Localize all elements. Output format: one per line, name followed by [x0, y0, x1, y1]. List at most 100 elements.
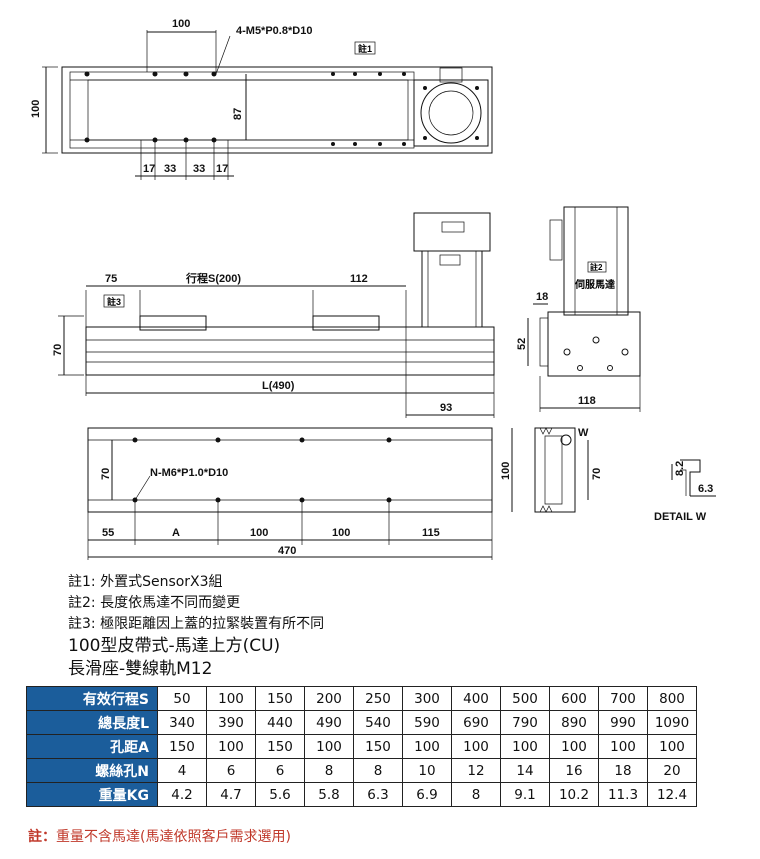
table-cell: 4.7 — [206, 782, 256, 807]
table-cell: 8 — [451, 782, 501, 807]
table-cell: 10.2 — [549, 782, 599, 807]
table-cell: 590 — [402, 710, 452, 735]
table-cell: 14 — [500, 758, 550, 783]
footnote-text: 重量不含馬達(馬達依照客戶需求選用) — [56, 829, 291, 845]
front-view: 75 行程S(200) 112 註3 70 L(490) 93 — [52, 212, 495, 418]
table-cell: 100 — [500, 734, 550, 759]
top-dim-100-side: 100 — [30, 100, 42, 118]
technical-drawing: 100 4-M5*P0.8*D10 註1 100 87 17 33 33 17 — [30, 18, 716, 560]
detail-dim-82: 8.2 — [674, 461, 686, 476]
table-cell: 100 — [206, 686, 256, 711]
table-cell: 9.1 — [500, 782, 550, 807]
table-cell: 340 — [157, 710, 207, 735]
table-cell: 890 — [549, 710, 599, 735]
front-dim-70: 70 — [52, 344, 64, 356]
bottom-view: 70 N-M6*P1.0*D10 55 A 100 100 115 470 — [87, 427, 493, 560]
front-stroke-label: 行程S(200) — [185, 271, 241, 285]
top-dim-100: 100 — [172, 18, 190, 30]
servo-label: 伺服馬達 — [574, 278, 615, 291]
bottom-dim-A: A — [172, 527, 180, 539]
top-dim-17a: 17 — [143, 163, 155, 175]
bottom-dim-100a: 100 — [250, 527, 268, 539]
table-cell: 400 — [451, 686, 501, 711]
table-cell: 150 — [353, 734, 403, 759]
table-cell: 18 — [598, 758, 648, 783]
table-cell: 100 — [451, 734, 501, 759]
w-label: W — [578, 427, 589, 439]
table-cell: 600 — [549, 686, 599, 711]
footnote-prefix: 註： — [28, 829, 56, 845]
front-length-label: L(490) — [262, 380, 295, 392]
table-cell: 150 — [157, 734, 207, 759]
top-dim-33a: 33 — [164, 163, 176, 175]
bottom-dim-115: 115 — [422, 527, 440, 539]
top-dim-87: 87 — [232, 108, 244, 120]
table-cell: 6.3 — [353, 782, 403, 807]
table-cell: 100 — [304, 734, 354, 759]
table-cell: 12 — [451, 758, 501, 783]
table-cell: 990 — [598, 710, 648, 735]
front-dim-75: 75 — [105, 273, 117, 285]
detail-label: DETAIL W — [654, 511, 707, 523]
table-cell: 790 — [500, 710, 550, 735]
table-cell: 490 — [304, 710, 354, 735]
table-cell: 8 — [304, 758, 354, 783]
footnote: 註：重量不含馬達(馬達依照客戶需求選用) — [28, 826, 291, 846]
table-cell: 4 — [157, 758, 207, 783]
bottom-dim-55: 55 — [102, 527, 114, 539]
row-header: 孔距A — [26, 734, 158, 759]
note-tag-1: 註1 — [358, 43, 372, 54]
bottom-dim-470: 470 — [278, 545, 296, 557]
table-cell: 50 — [157, 686, 207, 711]
table-cell: 800 — [647, 686, 697, 711]
top-hole-label: 4-M5*P0.8*D10 — [236, 25, 312, 37]
table-cell: 300 — [402, 686, 452, 711]
note-3: 註3: 極限距離因上蓋的拉緊裝置有所不同 — [68, 616, 325, 632]
table-cell: 6 — [206, 758, 256, 783]
profile-dim-100: 100 — [500, 462, 512, 480]
bottom-hole-label: N-M6*P1.0*D10 — [150, 467, 228, 479]
profile-view: 100 70 W 8.2 6.3 DETAIL W — [500, 427, 716, 523]
table-cell: 100 — [598, 734, 648, 759]
table-cell: 6 — [255, 758, 305, 783]
table-cell: 11.3 — [598, 782, 648, 807]
row-header: 螺絲孔N — [26, 758, 158, 783]
table-cell: 100 — [647, 734, 697, 759]
table-cell: 540 — [353, 710, 403, 735]
top-view: 100 4-M5*P0.8*D10 註1 100 87 17 33 33 17 — [30, 18, 493, 180]
top-dim-33b: 33 — [193, 163, 205, 175]
table-cell: 4.2 — [157, 782, 207, 807]
side-dim-118: 118 — [578, 395, 596, 407]
model-title: 100型皮帶式-馬達上方(CU) — [68, 636, 281, 656]
front-dim-93: 93 — [440, 402, 452, 414]
model-subtitle: 長滑座-雙線軌M12 — [68, 659, 213, 679]
top-dim-17b: 17 — [216, 163, 228, 175]
table-cell: 500 — [500, 686, 550, 711]
bottom-dim-100b: 100 — [332, 527, 350, 539]
table-cell: 6.9 — [402, 782, 452, 807]
note-tag-2: 註2 — [590, 262, 603, 272]
row-header: 重量KG — [26, 782, 158, 807]
table-cell: 150 — [255, 734, 305, 759]
detail-dim-63: 6.3 — [698, 483, 713, 495]
table-cell: 5.8 — [304, 782, 354, 807]
table-cell: 100 — [549, 734, 599, 759]
table-cell: 10 — [402, 758, 452, 783]
note-tag-3: 註3 — [107, 296, 121, 307]
table-cell: 100 — [206, 734, 256, 759]
bottom-dim-70: 70 — [100, 468, 112, 480]
table-cell: 100 — [402, 734, 452, 759]
front-dim-112: 112 — [350, 273, 368, 285]
table-cell: 8 — [353, 758, 403, 783]
row-header: 總長度L — [26, 710, 158, 735]
table-cell: 250 — [353, 686, 403, 711]
table-cell: 20 — [647, 758, 697, 783]
table-cell: 390 — [206, 710, 256, 735]
notes-block: 註1: 外置式SensorX3組 註2: 長度依馬達不同而變更 註3: 極限距離… — [68, 572, 324, 681]
